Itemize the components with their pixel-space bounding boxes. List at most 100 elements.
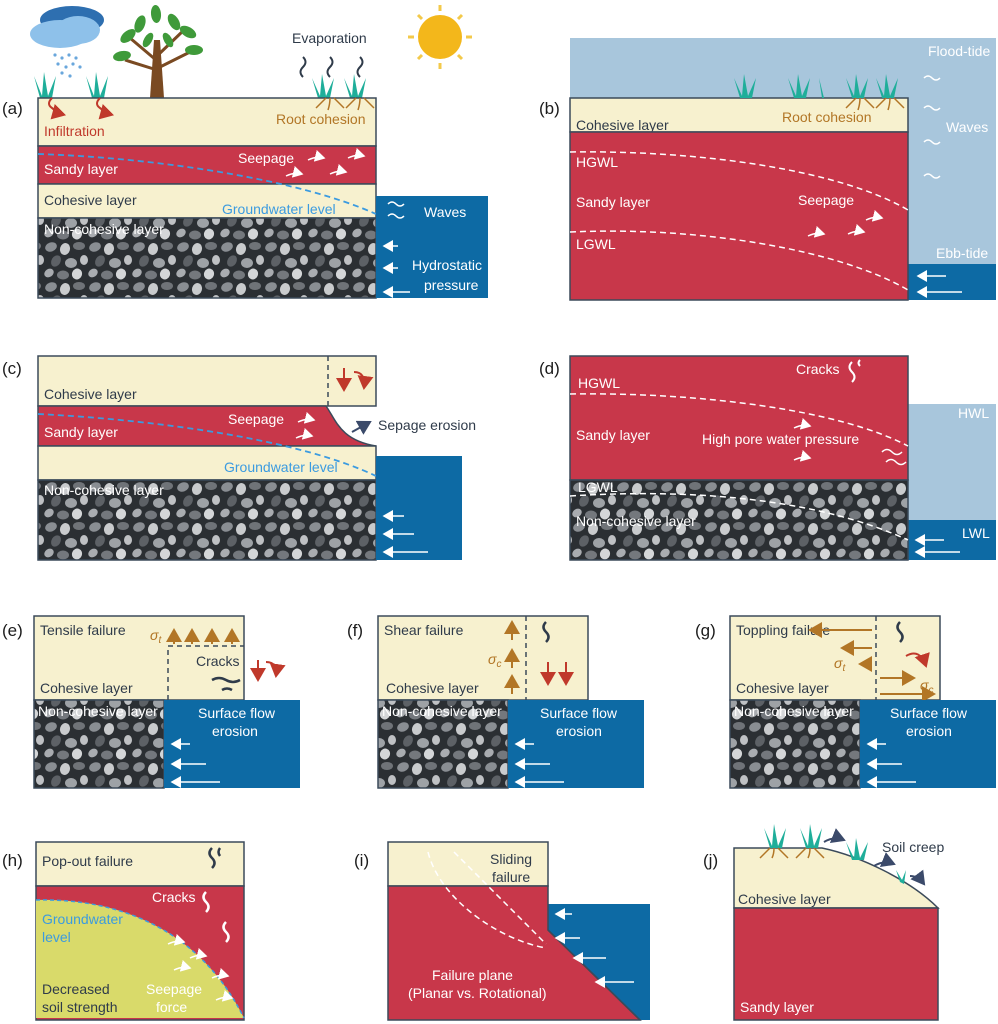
panel-e-label: (e) <box>2 621 23 640</box>
panel-c-label: (c) <box>2 359 22 378</box>
panel-a: (a) Evaporation <box>2 5 488 299</box>
high-pore-label: High pore water pressure <box>702 431 859 447</box>
seepage-label-2: force <box>156 999 187 1015</box>
crack-icon <box>208 847 222 869</box>
non-cohesive-layer-label: Non-cohesive layer <box>44 482 164 498</box>
cohesive-layer-label: Cohesive layer <box>40 680 133 696</box>
grass-icon <box>734 74 898 98</box>
sigma-subscript: t <box>158 635 162 646</box>
groundwater-label-1: Groundwater <box>42 911 123 927</box>
shear-failure-label: Shear failure <box>384 622 464 638</box>
sliding-label-1: Sliding <box>490 851 532 867</box>
waves-label: Waves <box>946 119 988 135</box>
sandy-layer-label: Sandy layer <box>44 424 118 440</box>
flood-tide-label: Flood-tide <box>928 43 990 59</box>
decreased-label-1: Decreased <box>42 981 110 997</box>
pop-out-failure-label: Pop-out failure <box>42 853 133 869</box>
seepage-label: Seepage <box>228 411 284 427</box>
surface-flow-label-1: Surface flow <box>540 705 618 721</box>
svg-text:σc: σc <box>920 677 933 696</box>
panel-h-label: (h) <box>2 851 23 870</box>
evaporation-wavy-icon <box>299 56 364 78</box>
cohesive-layer-label: Cohesive layer <box>386 680 479 696</box>
surface-flow-label-1: Surface flow <box>198 705 276 721</box>
waves-label: Waves <box>424 204 466 220</box>
sliding-label-2: failure <box>492 869 530 885</box>
lwl-label: LWL <box>962 525 990 541</box>
failure-plane-label-2: (Planar vs. Rotational) <box>408 985 547 1001</box>
panel-i: (i) Sliding failure Failure plane (Plana… <box>354 841 650 1021</box>
seepage-label: Seepage <box>798 192 854 208</box>
sun-icon <box>408 5 472 69</box>
cracks-label: Cracks <box>796 361 840 377</box>
root-cohesion-label: Root cohesion <box>782 109 872 125</box>
non-cohesive-layer-label: Non-cohesive layer <box>44 221 164 237</box>
crack-icon <box>202 891 230 943</box>
panel-j-label: (j) <box>703 851 718 870</box>
crack-icon <box>542 621 550 643</box>
svg-text:σt: σt <box>150 627 162 646</box>
crack-icon <box>211 676 241 692</box>
hwl-label: HWL <box>958 405 989 421</box>
lgwl-label: LGWL <box>578 479 618 495</box>
grass-icon <box>764 824 906 884</box>
groundwater-level-label: Groundwater level <box>222 201 336 217</box>
sandy-layer-label: Sandy layer <box>740 999 814 1015</box>
soil-creep-label: Soil creep <box>882 839 944 855</box>
hgwl-label: HGWL <box>578 375 620 391</box>
groundwater-level-label: Groundwater level <box>224 459 338 475</box>
tensile-failure-label: Tensile failure <box>40 622 126 638</box>
panel-i-label: (i) <box>354 851 369 870</box>
cohesive-layer-label: Cohesive layer <box>44 386 137 402</box>
seepage-label: Seepage <box>238 150 294 166</box>
non-cohesive-layer-label: Non-cohesive layer <box>38 703 158 719</box>
surface-flow-label-1: Surface flow <box>890 705 968 721</box>
hydrostatic-label-2: pressure <box>424 277 479 293</box>
svg-text:σt: σt <box>834 655 846 674</box>
evaporation-label: Evaporation <box>292 30 367 46</box>
root-cohesion-label: Root cohesion <box>276 111 366 127</box>
rain-cloud-icon <box>30 6 104 78</box>
groundwater-label-2: level <box>42 929 71 945</box>
sigma-symbol: σ <box>920 677 929 693</box>
panel-g-label: (g) <box>695 621 716 640</box>
non-cohesive-layer-label: Non-cohesive layer <box>576 513 696 529</box>
svg-text:σc: σc <box>488 651 501 670</box>
cracks-label: Cracks <box>152 889 196 905</box>
non-cohesive-layer-label: Non-cohesive layer <box>734 703 854 719</box>
cohesive-layer-label: Cohesive layer <box>738 891 831 907</box>
panel-e: (e) Tensile failure σt Cracks Cohesive l… <box>2 615 300 789</box>
panel-d: (d) HWL LWL Cracks HGWL Sandy layer High… <box>539 355 996 561</box>
toppling-failure-label: Toppling failure <box>736 622 830 638</box>
sigma-subscript: c <box>496 659 501 670</box>
infiltration-label: Infiltration <box>44 123 105 139</box>
sigma-subscript-c: c <box>928 685 933 696</box>
cohesive-layer-label: Cohesive layer <box>736 680 829 696</box>
sandy-layer-label: Sandy layer <box>576 194 650 210</box>
panel-d-label: (d) <box>539 359 560 378</box>
sandy-layer-label: Sandy layer <box>576 427 650 443</box>
sigma-subscript-t: t <box>842 663 846 674</box>
sigma-symbol: σ <box>834 655 843 671</box>
panel-j: (j) Soil creep Cohesive layer Sandy laye… <box>703 824 944 1021</box>
panel-h: (h) Pop-out failure Cracks Groundwater l… <box>2 841 245 1021</box>
hydrostatic-label-1: Hydrostatic <box>412 257 482 273</box>
failure-plane-label-1: Failure plane <box>432 967 513 983</box>
sandy-layer-label: Sandy layer <box>44 161 118 177</box>
panel-f: (f) Shear failure σc Cohesive layer Non-… <box>347 615 644 789</box>
cohesive-layer-label: Cohesive layer <box>44 192 137 208</box>
sigma-symbol: σ <box>488 651 497 667</box>
panel-c: (c) Cohesive layer Seepage Sandy layer S… <box>2 355 476 561</box>
lgwl-label: LGWL <box>576 236 616 252</box>
grass-icon <box>34 72 366 98</box>
crack-icon <box>896 621 904 643</box>
surface-flow-label-2: erosion <box>556 723 602 739</box>
panel-a-label: (a) <box>2 99 23 118</box>
panel-g: (g) Toppling failure σt σc Cohesive laye… <box>695 615 996 789</box>
non-cohesive-layer-label: Non-cohesive layer <box>382 703 502 719</box>
seepage-label-1: Seepage <box>146 981 202 997</box>
sepage-erosion-label: Sepage erosion <box>378 417 476 433</box>
crack-icon <box>848 359 861 383</box>
hgwl-label: HGWL <box>576 154 618 170</box>
